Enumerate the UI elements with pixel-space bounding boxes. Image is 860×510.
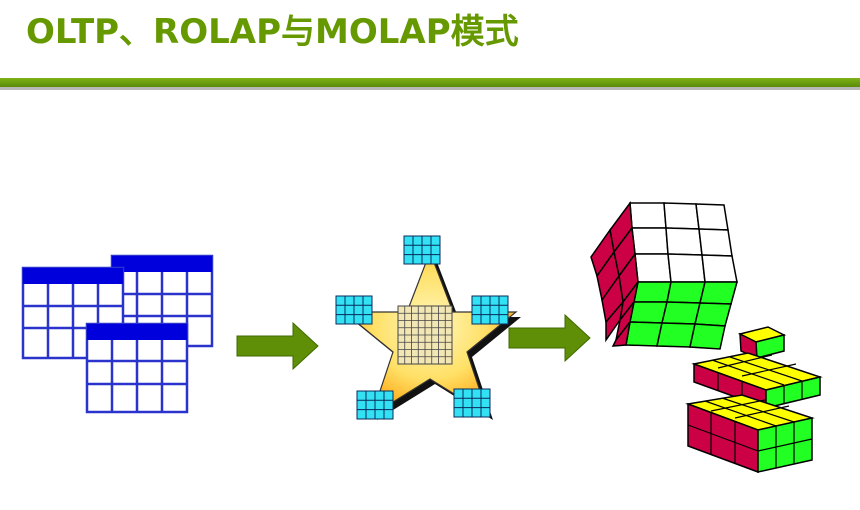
sliced-cube-icon	[685, 326, 823, 474]
title-divider	[0, 78, 860, 90]
relational-table-icon	[21, 266, 125, 360]
oltp-tables	[21, 254, 214, 414]
arrow-right-icon	[508, 313, 591, 363]
relational-table-icon	[85, 322, 189, 414]
arrow-right-icon	[236, 321, 319, 371]
dimension-table-icon	[453, 388, 491, 418]
dimension-table-icon	[403, 235, 441, 265]
dimension-table-icon	[471, 295, 509, 325]
star-schema-icon	[335, 235, 521, 420]
dimension-table-icon	[335, 295, 373, 325]
cube-piece	[737, 326, 787, 360]
dimension-table-icon	[356, 390, 394, 420]
rubik-cube-icon	[590, 200, 738, 350]
slide-title: OLTP、ROLAP与MOLAP模式	[26, 12, 519, 52]
cube-slab	[685, 394, 815, 474]
